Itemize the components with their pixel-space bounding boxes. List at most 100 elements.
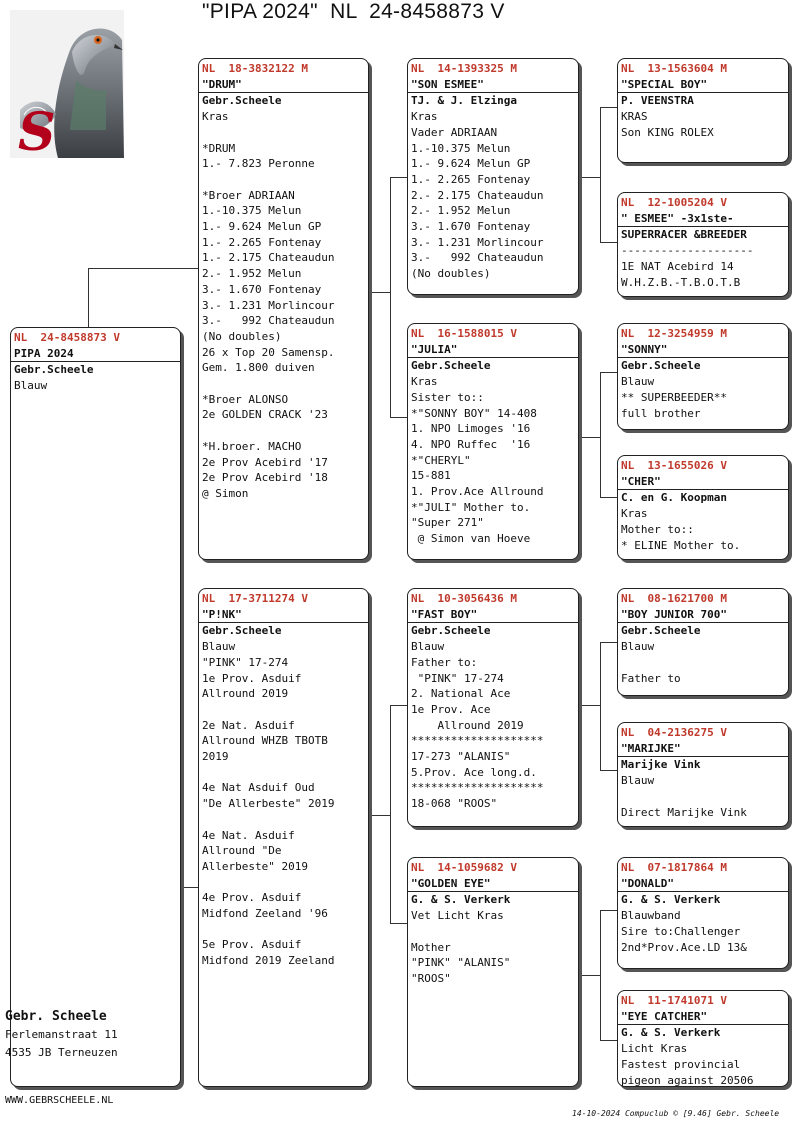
info-line: 3.- 992 Chateaudun xyxy=(199,313,368,329)
info-line: Kras xyxy=(199,109,368,125)
connector xyxy=(368,292,390,293)
pedigree-card-ddd[interactable]: NL 11-1741071 V"EYE CATCHER"G. & S. Verk… xyxy=(617,990,789,1087)
info-line: 2.- 1.952 Melun xyxy=(199,266,368,282)
connector xyxy=(578,975,600,976)
info-line: "De Allerbeste" 2019 xyxy=(199,796,368,812)
info-line: *"SONNY BOY" 14-408 xyxy=(408,406,578,422)
info-line xyxy=(199,376,368,392)
info-line: ** SUPERBEEDER** xyxy=(618,390,788,406)
info-line: 1. Prov.Ace Allround xyxy=(408,484,578,500)
breeder-city: 4535 JB Terneuzen xyxy=(5,1044,118,1062)
info-line xyxy=(618,789,788,805)
info-line: 1.- 9.624 Melun GP xyxy=(408,156,578,172)
pigeon-name: "P!NK" xyxy=(199,607,368,624)
info-line: 3.- 992 Chateaudun xyxy=(408,250,578,266)
info-line xyxy=(199,423,368,439)
info-line: 5.Prov. Ace long.d. xyxy=(408,765,578,781)
info-line: 2e Prov Acebird '18 xyxy=(199,470,368,486)
connector xyxy=(600,770,617,771)
owner-name: Gebr.Scheele xyxy=(618,358,788,374)
info-line: 1.- 2.175 Chateaudun xyxy=(199,250,368,266)
ring-number: NL 17-3711274 V xyxy=(199,589,368,607)
info-line: 4e Nat. Asduif xyxy=(199,828,368,844)
info-line: @ Simon xyxy=(199,486,368,502)
connector xyxy=(578,177,600,178)
owner-name: TJ. & J. Elzinga xyxy=(408,93,578,109)
info-line: full brother xyxy=(618,406,788,422)
ring-number: NL 14-1059682 V xyxy=(408,858,578,876)
info-line: Vader ADRIAAN xyxy=(408,125,578,141)
info-line: (No doubles) xyxy=(199,329,368,345)
info-line: Blauw xyxy=(618,773,788,789)
info-line: 2nd*Prov.Ace.LD 13& xyxy=(618,940,788,956)
info-line: 4e Nat Asduif Oud xyxy=(199,780,368,796)
info-line: *H.broer. MACHO xyxy=(199,439,368,455)
owner-name: P. VEENSTRA xyxy=(618,93,788,109)
info-line: Son KING ROLEX xyxy=(618,125,788,141)
info-line: 1e Prov. Ace xyxy=(408,702,578,718)
info-line: ******************** xyxy=(408,733,578,749)
pigeon-name: "EYE CATCHER" xyxy=(618,1009,788,1026)
info-line: Blauwband xyxy=(618,908,788,924)
info-line: Father to xyxy=(618,671,788,687)
info-line: Vet Licht Kras xyxy=(408,908,578,924)
connector xyxy=(390,177,407,178)
website-link[interactable]: WWW.GEBRSCHEELE.NL xyxy=(5,1095,113,1106)
info-line xyxy=(199,765,368,781)
page-title: "PIPA 2024" NL 24-8458873 V xyxy=(202,0,505,24)
pigeon-name: "BOY JUNIOR 700" xyxy=(618,607,788,624)
pedigree-card-dss[interactable]: NL 08-1621700 M"BOY JUNIOR 700"Gebr.Sche… xyxy=(617,588,789,696)
connector xyxy=(578,705,600,706)
ring-number: NL 18-3832122 M xyxy=(199,59,368,77)
connector xyxy=(600,372,601,497)
owner-name: Gebr.Scheele xyxy=(408,358,578,374)
breeder-address: Gebr. Scheele Ferlemanstraat 11 4535 JB … xyxy=(5,1008,118,1062)
connector xyxy=(600,642,617,643)
info-line: "ROOS" xyxy=(408,971,578,987)
pigeon-name: "DONALD" xyxy=(618,876,788,893)
info-line: pigeon against 20506 xyxy=(618,1073,788,1089)
info-line: Allround "De xyxy=(199,843,368,859)
info-line: Blauw xyxy=(618,639,788,655)
info-line: *DRUM xyxy=(199,141,368,157)
info-line: Blauw xyxy=(11,378,180,394)
info-line: Mother xyxy=(408,940,578,956)
pedigree-card-ssd[interactable]: NL 12-1005204 V" ESMEE" -3x1ste-SUPERRAC… xyxy=(617,192,789,297)
pigeon-name: "SPECIAL BOY" xyxy=(618,77,788,94)
pigeon-name: PIPA 2024 xyxy=(11,346,180,363)
pigeon-name: "FAST BOY" xyxy=(408,607,578,624)
connector xyxy=(390,417,407,418)
info-line: 2e GOLDEN CRACK '23 xyxy=(199,407,368,423)
owner-name: Gebr.Scheele xyxy=(11,362,180,378)
ring-number: NL 07-1817864 M xyxy=(618,858,788,876)
info-line: "Super 271" xyxy=(408,515,578,531)
info-line: "PINK" "ALANIS" xyxy=(408,955,578,971)
info-line: 3.- 1.670 Fontenay xyxy=(408,219,578,235)
info-line xyxy=(199,922,368,938)
pedigree-card-sire-sire[interactable]: NL 14-1393325 M"SON ESMEE"TJ. & J. Elzin… xyxy=(407,58,579,295)
owner-name: SUPERRACER &BREEDER xyxy=(618,227,788,243)
info-line: Allerbeste" 2019 xyxy=(199,859,368,875)
pigeon-name: "JULIA" xyxy=(408,342,578,359)
pedigree-card-dam-dam[interactable]: NL 14-1059682 V"GOLDEN EYE"G. & S. Verke… xyxy=(407,857,579,1087)
connector xyxy=(600,372,617,373)
footer-credit: 14-10-2024 Compuclub © [9.46] Gebr. Sche… xyxy=(572,1109,779,1118)
info-line: * ELINE Mother to. xyxy=(618,538,788,554)
ring-number: NL 13-1655026 V xyxy=(618,456,788,474)
info-line: 1.- 7.823 Peronne xyxy=(199,156,368,172)
pigeon-name: "GOLDEN EYE" xyxy=(408,876,578,893)
info-line: Kras xyxy=(408,374,578,390)
ring-number: NL 10-3056436 M xyxy=(408,589,578,607)
info-line: 2019 xyxy=(199,749,368,765)
connector xyxy=(390,705,391,923)
